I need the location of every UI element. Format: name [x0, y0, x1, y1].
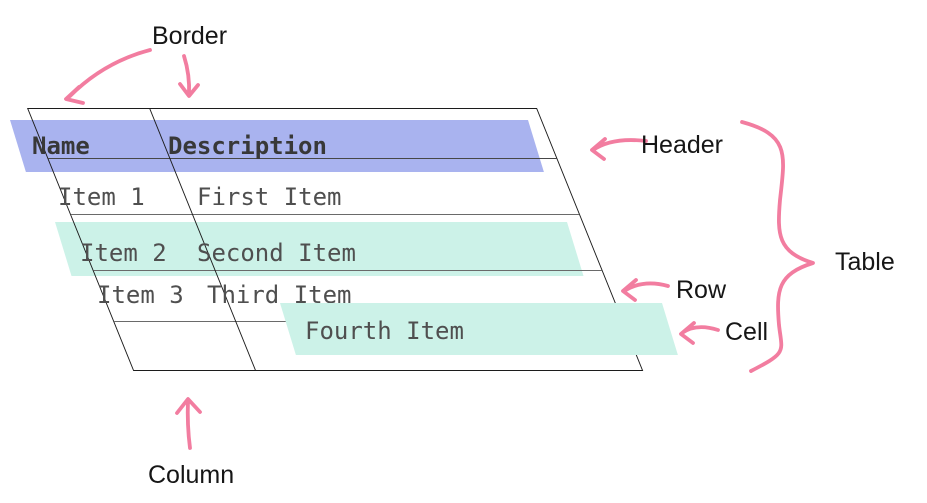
header-arrow-icon: [590, 137, 648, 161]
row-divider-2: [93, 270, 602, 271]
cell-row2-name: Item 2: [80, 239, 167, 267]
border-label: Border: [152, 22, 228, 50]
cell-row4-desc: Fourth Item: [305, 317, 464, 345]
row-label: Row: [676, 276, 727, 304]
header-label: Header: [641, 131, 723, 159]
border-arrow-left-icon: [64, 48, 152, 105]
column-arrow-icon: [175, 397, 202, 450]
row-divider-1: [70, 214, 580, 215]
cell-arrow-icon: [679, 321, 720, 345]
row-arrow-icon: [621, 278, 670, 302]
column-header-name: Name: [32, 132, 90, 160]
column-header-description: Description: [168, 132, 327, 160]
cell-label: Cell: [725, 318, 769, 346]
border-arrow-down-icon: [178, 54, 200, 98]
cell-row1-name: Item 1: [58, 183, 145, 211]
cell-row2-desc: Second Item: [197, 239, 356, 267]
table-label: Table: [835, 248, 895, 276]
cell-row1-desc: First Item: [197, 183, 342, 211]
column-label: Column: [148, 461, 235, 489]
cell-row3-name: Item 3: [97, 281, 184, 309]
